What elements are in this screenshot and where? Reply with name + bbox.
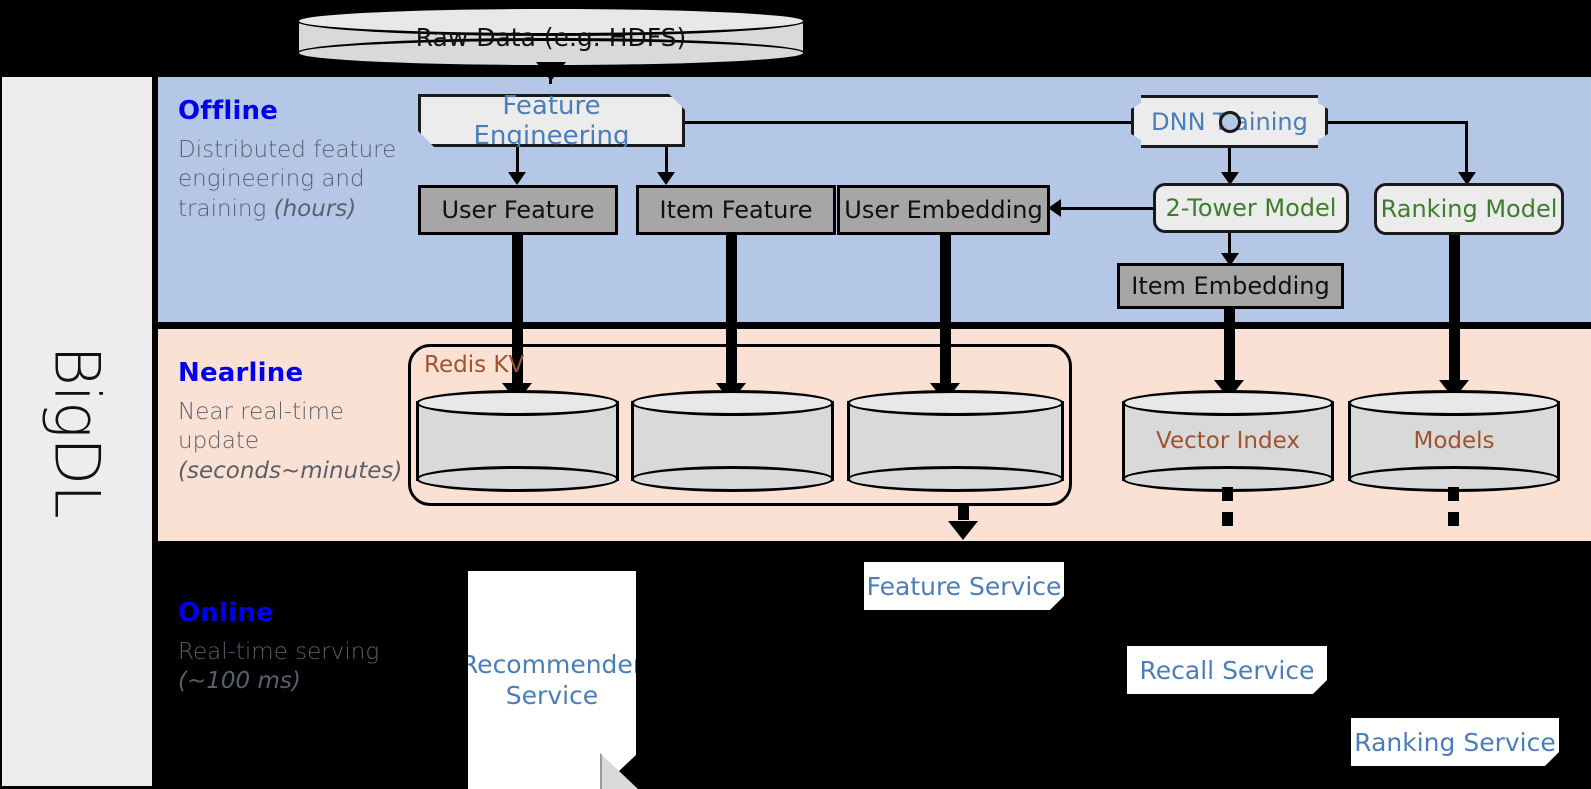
vector-index-label: Vector Index [1156, 428, 1300, 454]
pipe-userfeature-redis [512, 235, 523, 388]
dnn-training-node[interactable]: DNN Training [1131, 95, 1328, 148]
feature-engineering-label: Feature Engineering [473, 90, 630, 151]
nearline-desc-italic: (seconds~minutes) [178, 457, 403, 484]
arrowhead-twotower-userembedding [1048, 199, 1061, 217]
dash-vectorindex-1 [1222, 487, 1233, 501]
recall-service-label: Recall Service [1139, 655, 1315, 685]
user-embedding-node[interactable]: User Embedding [837, 185, 1050, 235]
offline-desc: Distributed feature engineering and trai… [178, 136, 408, 224]
arrowhead-fe-userfeature [508, 172, 526, 185]
dash-models-2 [1448, 512, 1459, 526]
two-tower-model-node[interactable]: 2-Tower Model [1153, 183, 1349, 233]
dnn-training-label: DNN Training [1151, 107, 1308, 136]
online-desc-italic: (~100 ms) [178, 668, 301, 695]
connector-fe-dnn [685, 121, 1150, 124]
nearline-title: Nearline [178, 358, 304, 388]
redis-cylinder-3-top [847, 390, 1064, 416]
item-feature-label: Item Feature [659, 196, 813, 224]
online-desc: Real-time serving (~100 ms) [178, 638, 428, 697]
recall-service-node[interactable]: Recall Service [1127, 646, 1327, 694]
arrowhead-dnn-twotower [1221, 172, 1239, 185]
redis-kv-container[interactable] [408, 344, 1072, 506]
online-text-block: Online Real-time serving (~100 ms) [178, 598, 428, 697]
offline-desc-main: Distributed feature engineering and trai… [178, 137, 397, 222]
connector-twotower-userembedding [1060, 207, 1155, 210]
nearline-text-block: Nearline Near real-time update (seconds~… [178, 358, 428, 486]
recall-service-fold-icon [1313, 680, 1327, 694]
nearline-desc: Near real-time update (seconds~minutes) [178, 398, 428, 486]
recommender-service-node[interactable]: Recommender Service [468, 571, 636, 789]
ranking-service-node[interactable]: Ranking Service [1351, 718, 1559, 766]
models-store[interactable]: Models [1348, 390, 1560, 492]
redis-cylinder-2[interactable] [631, 390, 834, 492]
redis-cylinder-1[interactable] [416, 390, 619, 492]
sidebar-bigdl: BigDL [2, 77, 152, 786]
connector-twotower-itememb [1228, 233, 1231, 258]
ranking-model-label: Ranking Model [1380, 195, 1558, 223]
connector-fe-itemfeature [665, 147, 668, 174]
offline-title: Offline [178, 96, 279, 126]
arrowhead-dnn-ranking [1458, 172, 1476, 185]
item-feature-node[interactable]: Item Feature [636, 185, 836, 235]
redis-cylinder-3-bottom [847, 466, 1064, 492]
redis-kv-label: Redis KV [424, 352, 525, 378]
arrowhead-twotower-itememb [1221, 253, 1239, 266]
redis-cylinder-1-top [416, 390, 619, 416]
item-embedding-node[interactable]: Item Embedding [1117, 263, 1344, 309]
feature-service-label: Feature Service [866, 571, 1062, 601]
recommender-service-label-line2: Service [505, 681, 599, 710]
offline-desc-italic: (hours) [273, 195, 357, 222]
pipe-rankingmodel-models [1449, 235, 1460, 387]
sidebar-label: BigDL [40, 345, 114, 518]
online-title: Online [178, 598, 274, 628]
raw-data-label: Raw Data (e.g. HDFS) [415, 22, 687, 52]
pipe-itemfeature-redis [726, 235, 737, 388]
arrowhead-fe-itemfeature [657, 172, 675, 185]
recommender-service-label-line1: Recommender [460, 649, 644, 679]
online-desc-main: Real-time serving [178, 639, 380, 665]
ranking-model-node[interactable]: Ranking Model [1374, 183, 1564, 235]
user-feature-label: User Feature [441, 196, 595, 224]
redis-cylinder-2-top [631, 390, 834, 416]
connector-dnn-ranking-v [1465, 121, 1468, 177]
feature-service-node[interactable]: Feature Service [864, 562, 1064, 610]
models-top [1348, 390, 1560, 416]
vector-index-store[interactable]: Vector Index [1122, 390, 1334, 492]
user-embedding-label: User Embedding [844, 196, 1043, 224]
ranking-service-label: Ranking Service [1354, 727, 1556, 757]
dash-redis-featureservice-1 [958, 506, 969, 520]
redis-cylinder-3[interactable] [847, 390, 1064, 492]
user-feature-node[interactable]: User Feature [418, 185, 618, 235]
connector-fe-userfeature [516, 147, 519, 174]
connector-dnn-twotower [1228, 148, 1231, 175]
pipe-itemembedding-vectorindex [1224, 309, 1235, 387]
vector-index-top [1122, 390, 1334, 416]
two-tower-model-label: 2-Tower Model [1165, 194, 1337, 222]
models-label: Models [1413, 428, 1495, 454]
pipe-userembedding-redis [940, 235, 951, 388]
dash-vectorindex-2 [1222, 512, 1233, 526]
arrowhead-rawdata-fe [536, 62, 566, 81]
item-embedding-label: Item Embedding [1131, 272, 1330, 300]
nearline-desc-main: Near real-time update [178, 399, 345, 455]
recommender-service-label-wrap: Recommender Service [461, 649, 643, 712]
dash-models-1 [1448, 487, 1459, 501]
connector-dnn-ranking-h [1328, 121, 1468, 124]
offline-text-block: Offline Distributed feature engineering … [178, 96, 408, 224]
redis-cylinder-1-bottom [416, 466, 619, 492]
raw-data-top [296, 6, 806, 36]
raw-data-store[interactable]: Raw Data (e.g. HDFS) [296, 6, 806, 68]
redis-cylinder-2-bottom [631, 466, 834, 492]
arrowhead-redis-featureservice [948, 521, 978, 540]
feature-engineering-node[interactable]: Feature Engineering [418, 94, 685, 147]
